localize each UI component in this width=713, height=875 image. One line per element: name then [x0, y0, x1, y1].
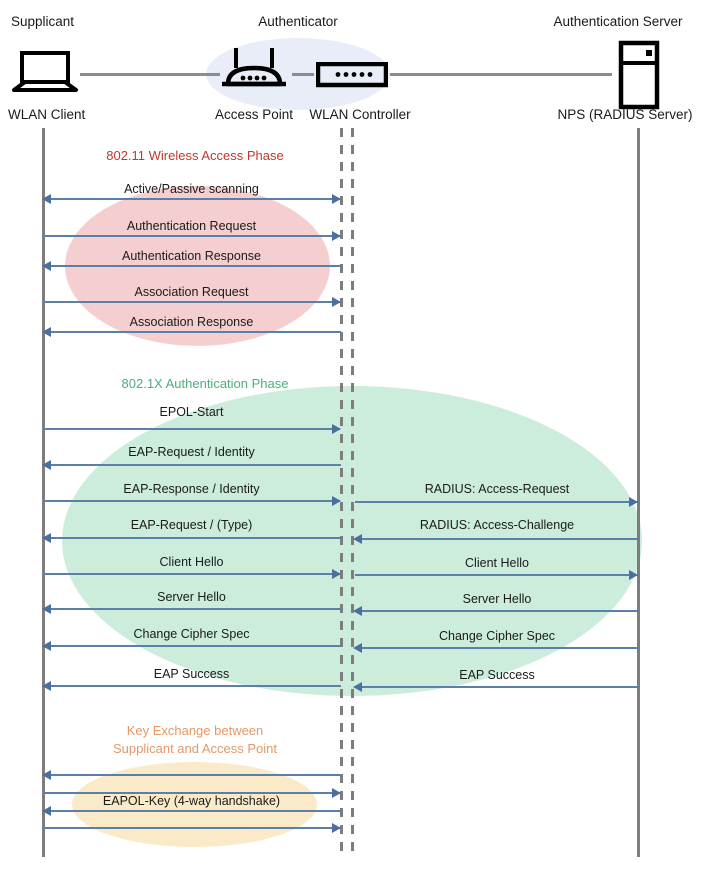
message-line-eap-response-identity [44, 500, 340, 502]
arrowhead-right-association-request [332, 297, 341, 307]
lifeline-access-point [340, 128, 343, 857]
message-label-epol-start: EPOL-Start [159, 405, 224, 419]
message-line-change-cipher-spec-right [356, 647, 640, 649]
message-label-eapol-key-4way-handshake: EAPOL-Key (4-way handshake) [102, 794, 281, 808]
message-line-client-hello-left [44, 573, 340, 575]
message-line-eap-success-right [356, 686, 640, 688]
message-label-association-response: Association Response [129, 315, 254, 329]
phase-title-key-exchange-line1: Key Exchange between [126, 723, 264, 738]
message-line-eapol-key-1 [45, 774, 341, 776]
arrowhead-right-client-hello-right [629, 570, 638, 580]
arrowhead-right-eapol-key-4 [332, 823, 341, 833]
message-label-change-cipher-spec-right: Change Cipher Spec [438, 629, 556, 643]
actor-role-authentication-server: Authentication Server [553, 14, 683, 29]
message-line-eapol-key-3 [45, 810, 341, 812]
message-line-association-request [44, 301, 340, 303]
message-line-server-hello-right [356, 610, 640, 612]
arrowhead-right-active-passive-scanning [332, 194, 341, 204]
phase-title-dot1x-authentication: 802.1X Authentication Phase [121, 376, 289, 391]
message-label-change-cipher-spec-left: Change Cipher Spec [133, 627, 250, 641]
arrowhead-left-eap-success-right [353, 682, 362, 692]
arrowhead-right-eapol-key-2 [332, 788, 341, 798]
arrowhead-left-eap-request-type [42, 533, 51, 543]
arrowhead-left-eapol-key-3 [42, 806, 51, 816]
actor-device-nps-radius-server: NPS (RADIUS Server) [557, 107, 693, 122]
arrowhead-left-change-cipher-spec-right [353, 643, 362, 653]
arrowhead-left-server-hello-right [353, 606, 362, 616]
arrowhead-left-change-cipher-spec-left [42, 641, 51, 651]
message-label-client-hello-left: Client Hello [159, 555, 224, 569]
message-line-eap-request-type [45, 537, 341, 539]
message-line-authentication-response [45, 265, 341, 267]
arrowhead-left-eapol-key-1 [42, 770, 51, 780]
arrowhead-left-eap-request-identity [42, 460, 51, 470]
server-icon [617, 40, 661, 115]
lifeline-supplicant [42, 128, 45, 857]
arrowhead-right-client-hello-left [332, 569, 341, 579]
message-line-eap-success-left [45, 685, 341, 687]
connector-ap-to-controller [292, 73, 314, 76]
lifeline-authentication-server [637, 128, 640, 857]
message-label-authentication-request: Authentication Request [126, 219, 257, 233]
message-label-server-hello-right: Server Hello [462, 592, 532, 606]
message-label-eap-success-left: EAP Success [153, 667, 230, 681]
phase-title-key-exchange-line2: Supplicant and Access Point [112, 741, 278, 756]
message-line-radius-access-request [355, 501, 639, 503]
arrowhead-left-server-hello-left [42, 604, 51, 614]
message-label-client-hello-right: Client Hello [465, 556, 529, 570]
message-label-active-passive-scanning: Active/Passive scanning [124, 182, 259, 196]
message-label-radius-access-request: RADIUS: Access-Request [424, 482, 570, 496]
phase-title-wireless-access: 802.11 Wireless Access Phase [106, 148, 284, 163]
message-label-eap-success-right: EAP Success [459, 668, 535, 682]
message-label-server-hello-left: Server Hello [157, 590, 226, 604]
lifeline-wlan-controller [351, 128, 354, 857]
arrowhead-right-eap-response-identity [332, 496, 341, 506]
message-label-eap-request-type: EAP-Request / (Type) [130, 518, 253, 532]
actor-device-access-point: Access Point [214, 107, 294, 122]
arrowhead-right-authentication-request [332, 231, 341, 241]
message-line-epol-start [44, 428, 340, 430]
message-line-eap-request-identity [45, 464, 341, 466]
message-label-authentication-response: Authentication Response [122, 249, 261, 263]
message-label-association-request: Association Request [134, 285, 249, 299]
arrowhead-left-authentication-response [42, 261, 51, 271]
message-line-authentication-request [44, 235, 340, 237]
connector-controller-to-server [390, 73, 612, 76]
arrowhead-right-radius-access-request [629, 497, 638, 507]
actor-role-authenticator: Authenticator [258, 14, 338, 29]
message-line-change-cipher-spec-left [45, 645, 341, 647]
message-line-server-hello-left [45, 608, 341, 610]
actor-role-supplicant: Supplicant [11, 14, 75, 29]
message-line-eapol-key-4 [44, 827, 340, 829]
message-line-eapol-key-2 [44, 792, 340, 794]
arrowhead-right-epol-start [332, 424, 341, 434]
arrowhead-left-eap-success-left [42, 681, 51, 691]
message-label-eap-request-identity: EAP-Request / Identity [128, 445, 255, 459]
message-line-association-response [45, 331, 341, 333]
connector-client-to-ap [80, 73, 220, 76]
message-label-radius-access-challenge: RADIUS: Access-Challenge [419, 518, 575, 532]
message-line-active-passive-scanning [45, 198, 340, 200]
arrowhead-left-association-response [42, 327, 51, 337]
phase-ellipse-key-exchange [72, 762, 317, 847]
message-line-radius-access-challenge [356, 538, 640, 540]
access-point-icon [218, 46, 290, 99]
arrowhead-left-active-passive-scanning [42, 194, 51, 204]
actor-device-wlan-controller: WLAN Controller [309, 107, 411, 122]
arrowhead-left-radius-access-challenge [353, 534, 362, 544]
message-label-eap-response-identity: EAP-Response / Identity [123, 482, 260, 496]
actor-device-wlan-client: WLAN Client [8, 107, 86, 122]
message-line-client-hello-right [355, 574, 639, 576]
wlan-controller-icon [315, 61, 389, 93]
laptop-icon [10, 50, 80, 99]
